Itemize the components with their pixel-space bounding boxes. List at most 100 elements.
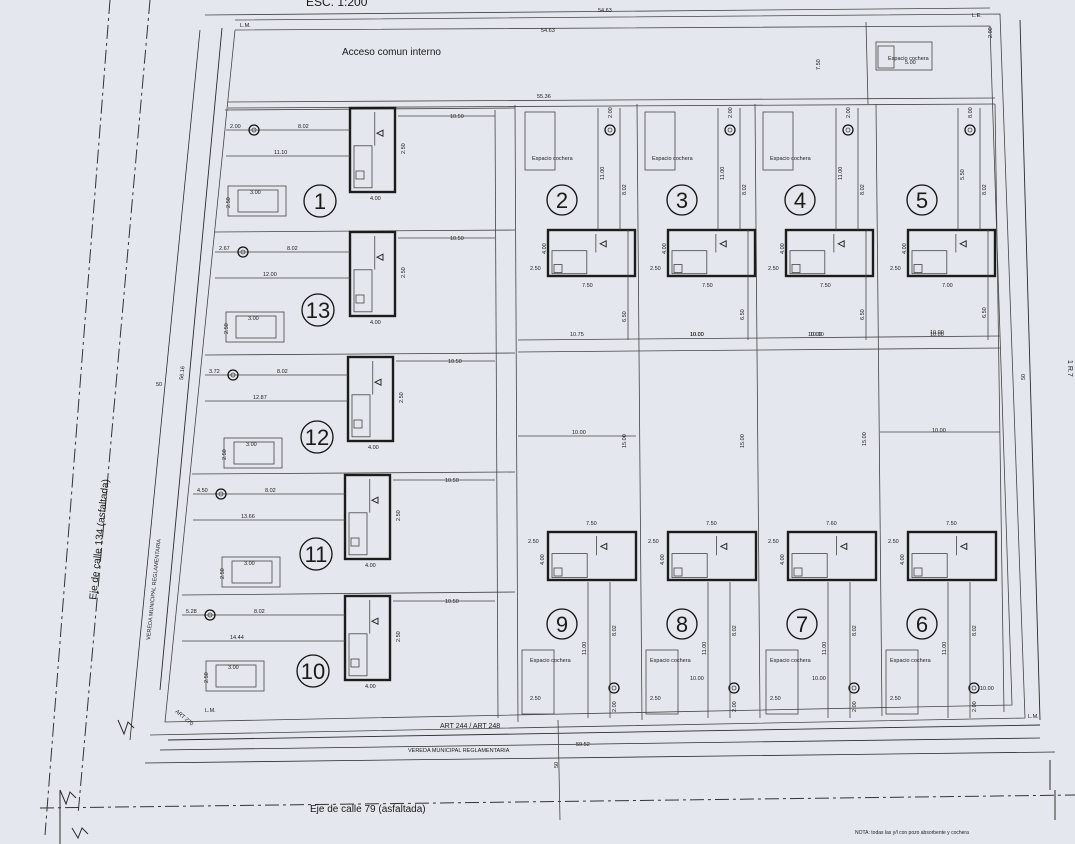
lot-number-circle (546, 608, 578, 640)
parking-inner (235, 315, 277, 339)
parking-space (644, 111, 676, 171)
house-outline (906, 228, 997, 278)
dim-label: 3.72 (209, 369, 220, 375)
well-symbol (215, 488, 227, 500)
lot-number-circle (906, 184, 938, 216)
mid-dim-label: 15.00 (862, 432, 868, 446)
dim-label: 8.02 (860, 184, 866, 195)
parking-space (765, 649, 799, 715)
well-inner (251, 127, 257, 133)
dim-label: 2.00 (230, 124, 241, 130)
dim-label: 8.02 (298, 124, 309, 130)
lot-12-number: 12 (305, 425, 329, 450)
lot-13-number: 13 (306, 298, 330, 323)
right-block-grid (517, 21, 1005, 721)
dim-label: 5.28 (186, 609, 197, 615)
dim-label: 3.00 (228, 665, 239, 671)
lot-number-circle (906, 608, 938, 640)
parking-space (223, 437, 283, 469)
lot-8-number: 8 (676, 612, 688, 637)
fixture (673, 264, 683, 273)
well-symbol (608, 682, 620, 694)
dim-label: 4.00 (662, 243, 668, 254)
dim-label: 2.50 (401, 143, 407, 154)
dim-label: 2.50 (890, 266, 901, 272)
fixture (913, 264, 923, 273)
dim-label: 4.50 (197, 488, 208, 494)
bathroom (911, 250, 948, 275)
dim-label: 4.00 (900, 554, 906, 565)
dim-label: 11.00 (720, 167, 726, 180)
fixture (673, 567, 683, 577)
dim-label: 11.00 (822, 642, 828, 655)
dim-label: 10.50 (450, 236, 464, 242)
parking-label: Espacio cochera (652, 156, 694, 162)
dim-label: 8.02 (852, 625, 858, 636)
lot-number-circle (666, 184, 698, 216)
fixture (350, 537, 360, 547)
dim-label: 2.00 (728, 107, 734, 118)
mid-dim-label: 10.00 (812, 676, 826, 682)
dim-label: 10.75 (570, 332, 584, 338)
door-symbol (839, 542, 848, 551)
well-inner (731, 685, 737, 691)
dim-label: 4.00 (370, 320, 381, 326)
dim-label: 4.00 (660, 554, 666, 565)
lot-5-number: 5 (916, 188, 928, 213)
well-inner (218, 491, 224, 497)
parking-label: Espacio cochera (532, 156, 574, 162)
svg-text:50: 50 (156, 382, 162, 388)
door-symbol (599, 239, 607, 248)
lot-number-circle (301, 293, 335, 327)
lot-number-circle (546, 184, 578, 216)
well-symbol (227, 369, 239, 381)
mid-dim-label: 10.00 (930, 330, 944, 336)
dim-label: 8.02 (982, 184, 988, 195)
parking-inner (215, 664, 257, 688)
parking-label: Espacio cochera (770, 156, 812, 162)
fixture (355, 170, 365, 180)
parking-space (885, 649, 919, 715)
door-symbol (375, 129, 384, 138)
dim-label: 2.50 (530, 696, 541, 702)
pool-box (875, 41, 933, 71)
fixture (913, 567, 923, 577)
house-outline (343, 594, 392, 682)
svg-text:1 R.7: 1 R.7 (1066, 360, 1073, 377)
svg-text:50: 50 (1021, 374, 1027, 380)
dim-label: 11.00 (942, 642, 948, 655)
dim-label: 2.00 (972, 701, 978, 712)
dim-label: 8.02 (972, 625, 978, 636)
svg-text:56.16: 56.16 (179, 366, 186, 380)
dim-label: 2.50 (768, 266, 779, 272)
bathroom (351, 394, 371, 438)
parking-inner (233, 441, 275, 465)
bathroom (671, 250, 708, 275)
lot-number-circle (784, 184, 816, 216)
lot-9-number: 9 (556, 612, 568, 637)
well-inner (971, 685, 977, 691)
mid-dim-label: 6.50 (622, 311, 628, 322)
parking-inner (231, 560, 273, 584)
svg-text:7.50: 7.50 (816, 59, 822, 70)
bathroom (353, 145, 373, 189)
dim-label: 4.00 (370, 196, 381, 202)
house-outline (906, 530, 998, 582)
well-inner (845, 127, 851, 133)
mid-dim-label: 10.00 (572, 430, 586, 436)
door-symbol (837, 239, 845, 248)
dim-label: 2.50 (220, 568, 226, 579)
dim-label: 3.00 (246, 442, 257, 448)
dim-label: 7.50 (582, 283, 593, 289)
door-symbol (370, 617, 379, 626)
well-symbol (248, 124, 260, 136)
fixture (553, 567, 563, 577)
dim-label: 2.00 (846, 107, 852, 118)
dim-label: 4.00 (542, 243, 548, 254)
